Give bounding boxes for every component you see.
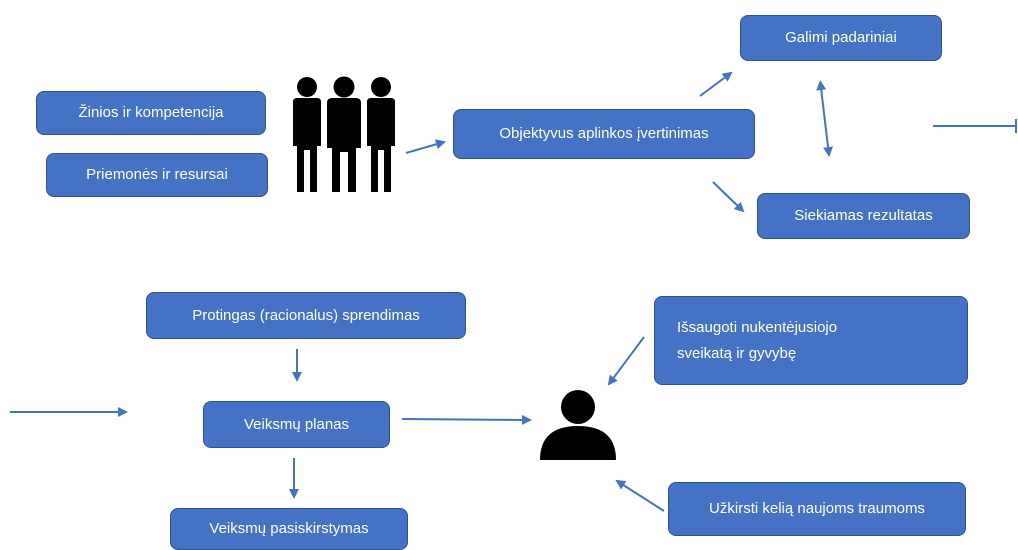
- desired-result-label: Siekiamas rezultatas: [794, 207, 933, 224]
- save-health-life-line2: sveikatą ir gyvybę: [677, 344, 797, 362]
- arrow-assessment-to-goal: [712, 181, 745, 213]
- group-of-people-icon: [293, 76, 395, 192]
- prevent-injuries-label: Užkirsti kelią naujoms traumoms: [709, 500, 925, 517]
- person-icon: [540, 390, 616, 460]
- possible-consequences-label: Galimi padariniai: [785, 29, 897, 46]
- save-health-life-line1: Išsaugoti nukentėjusiojo: [677, 318, 838, 336]
- action-distribution-box: Veiksmų pasiskirstymas: [170, 508, 408, 550]
- arrow-assessment-to-consequences: [699, 71, 733, 97]
- action-plan-box: Veiksmų planas: [203, 401, 390, 448]
- possible-consequences-box: Galimi padariniai: [740, 15, 942, 61]
- arrow-prevent-to-person: [615, 479, 665, 512]
- means-resources-label: Priemonės ir resursai: [86, 166, 228, 183]
- save-health-life-box: Išsaugoti nukentėjusiojo sveikatą ir gyv…: [654, 296, 968, 385]
- rational-decision-label: Protingas (racionalus) sprendimas: [192, 306, 420, 324]
- means-resources-box: Priemonės ir resursai: [46, 153, 268, 197]
- rational-decision-box: Protingas (racionalus) sprendimas: [146, 292, 466, 339]
- arrow-consequences-goal-bidirectional: [816, 80, 834, 157]
- arrow-group-to-assessment: [405, 139, 446, 154]
- action-distribution-label: Veiksmų pasiskirstymas: [209, 520, 369, 537]
- arrow-save-to-person: [607, 336, 645, 386]
- arrow-plan-to-person: [401, 414, 532, 425]
- knowledge-competence-label: Žinios ir kompetencija: [78, 104, 224, 121]
- prevent-injuries-box: Užkirsti kelią naujoms traumoms: [668, 482, 966, 536]
- save-health-life-text: Išsaugoti nukentėjusiojo sveikatą ir gyv…: [677, 315, 837, 367]
- environment-assessment-box: Objektyvus aplinkos įvertinimas: [453, 109, 755, 159]
- action-plan-label: Veiksmų planas: [243, 415, 350, 433]
- environment-assessment-label: Objektyvus aplinkos įvertinimas: [499, 125, 709, 142]
- desired-result-box: Siekiamas rezultatas: [757, 193, 970, 239]
- knowledge-competence-box: Žinios ir kompetencija: [36, 91, 266, 135]
